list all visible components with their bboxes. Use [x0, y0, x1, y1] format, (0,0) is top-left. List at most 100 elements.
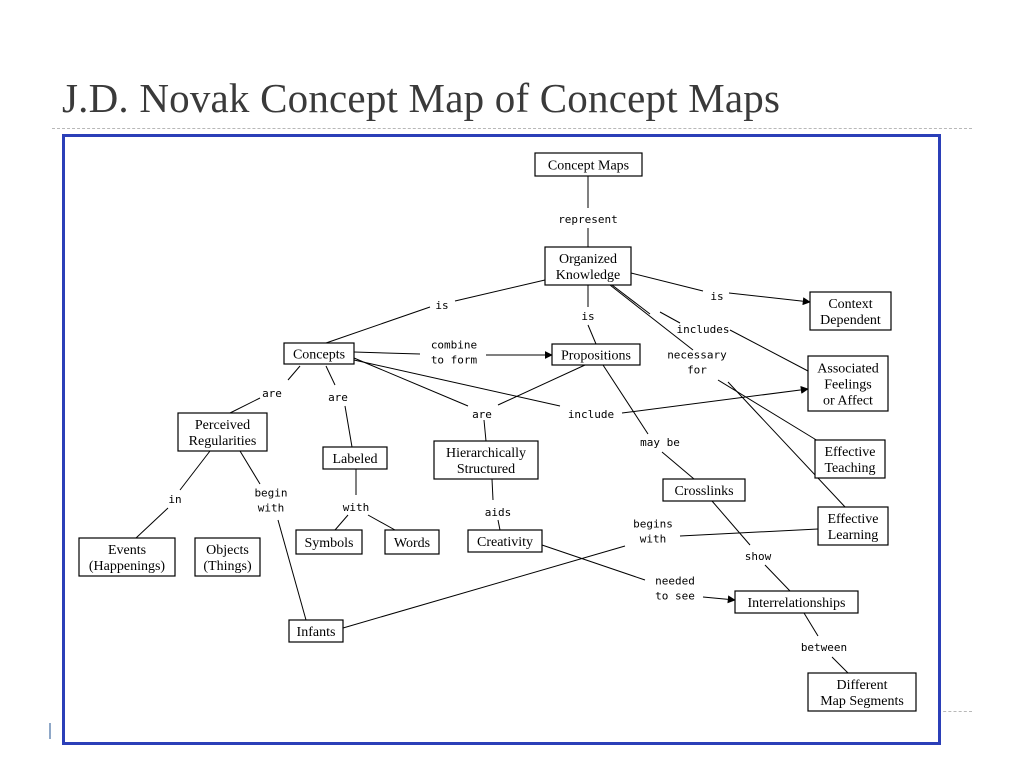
link-label-with: with	[343, 501, 370, 514]
connector-layer	[135, 176, 849, 674]
connector-line	[367, 514, 396, 531]
connector-line	[711, 500, 751, 546]
node-label: Words	[394, 536, 430, 551]
connector-line	[353, 357, 469, 407]
node-creativity: Creativity	[467, 529, 543, 553]
link-label-may-be: may be	[640, 436, 680, 449]
node-symbols: Symbols	[295, 529, 363, 555]
link-label-in: in	[168, 493, 181, 506]
connector-line	[764, 564, 791, 592]
node-label: Creativity	[477, 535, 533, 550]
node-label: Interrelationships	[748, 596, 846, 611]
node-words: Words	[384, 529, 440, 555]
node-box	[551, 343, 641, 366]
connector-line	[491, 478, 494, 501]
node-box	[807, 355, 889, 412]
node-box	[194, 537, 261, 577]
connector-line	[454, 279, 546, 302]
connector-line	[497, 519, 501, 531]
connector-line	[679, 528, 819, 537]
connector-line	[277, 519, 307, 621]
link-label-are-hier: are	[472, 408, 492, 421]
connector-line	[325, 365, 336, 386]
connector-line	[831, 656, 849, 674]
link-label-includes: includes	[677, 323, 730, 336]
connector-line	[353, 359, 561, 407]
node-box	[384, 529, 440, 555]
node-box	[534, 152, 643, 177]
node-box	[544, 246, 632, 286]
node-box	[433, 440, 539, 480]
footer-divider	[938, 711, 972, 712]
connector-line	[611, 284, 651, 315]
node-box	[734, 590, 859, 614]
connector-line	[717, 379, 819, 442]
node-propositions: Propositions	[551, 343, 641, 366]
node-box	[295, 529, 363, 555]
node-objects: Objects(Things)	[194, 537, 261, 577]
connector-line	[325, 306, 431, 344]
connector-line	[334, 514, 349, 531]
connector-line	[602, 364, 649, 435]
connector-line	[344, 405, 353, 448]
connector-line	[135, 507, 169, 539]
slide-bullet-marker	[49, 723, 51, 739]
node-box	[283, 342, 355, 365]
connector-line	[587, 324, 597, 345]
link-label-between: between	[801, 641, 847, 654]
connector-line	[229, 397, 261, 414]
node-infants: Infants	[288, 619, 344, 643]
node-label: Concept Maps	[548, 159, 629, 174]
connector-line	[727, 381, 847, 509]
connector-line	[353, 351, 421, 355]
node-concept-maps: Concept Maps	[534, 152, 643, 177]
link-label-is-left: is	[435, 299, 448, 312]
node-box	[662, 478, 746, 502]
connector-line	[659, 311, 681, 324]
node-label: Propositions	[561, 349, 631, 364]
node-label: Events(Happenings)	[89, 543, 166, 574]
connector-line	[729, 329, 809, 372]
link-label-is-down: is	[581, 310, 594, 323]
node-label: Objects(Things)	[203, 543, 252, 574]
node-concepts: Concepts	[283, 342, 355, 365]
node-box	[467, 529, 543, 553]
link-label-are-left: are	[262, 387, 282, 400]
node-label: Crosslinks	[674, 484, 733, 499]
link-label-represent: represent	[558, 213, 618, 226]
link-label-aids: aids	[485, 506, 512, 519]
link-label-show: show	[745, 550, 772, 563]
connector-line	[728, 292, 811, 306]
connector-line	[287, 365, 301, 381]
node-interrelationships: Interrelationships	[734, 590, 859, 614]
node-label: Concepts	[293, 348, 345, 363]
node-box	[807, 672, 917, 712]
node-box	[322, 446, 388, 470]
connector-line	[661, 451, 695, 480]
node-label: Labeled	[332, 452, 377, 467]
node-labeled: Labeled	[322, 446, 388, 470]
node-label: Symbols	[304, 536, 353, 551]
connector-line	[702, 595, 736, 604]
node-box	[809, 291, 892, 331]
connector-line	[342, 545, 626, 629]
node-label: Infants	[297, 625, 336, 640]
link-label-include: include	[568, 408, 614, 421]
connector-line	[497, 364, 586, 406]
connector-line	[239, 450, 261, 485]
title-divider	[52, 128, 972, 129]
connector-line	[179, 450, 211, 491]
